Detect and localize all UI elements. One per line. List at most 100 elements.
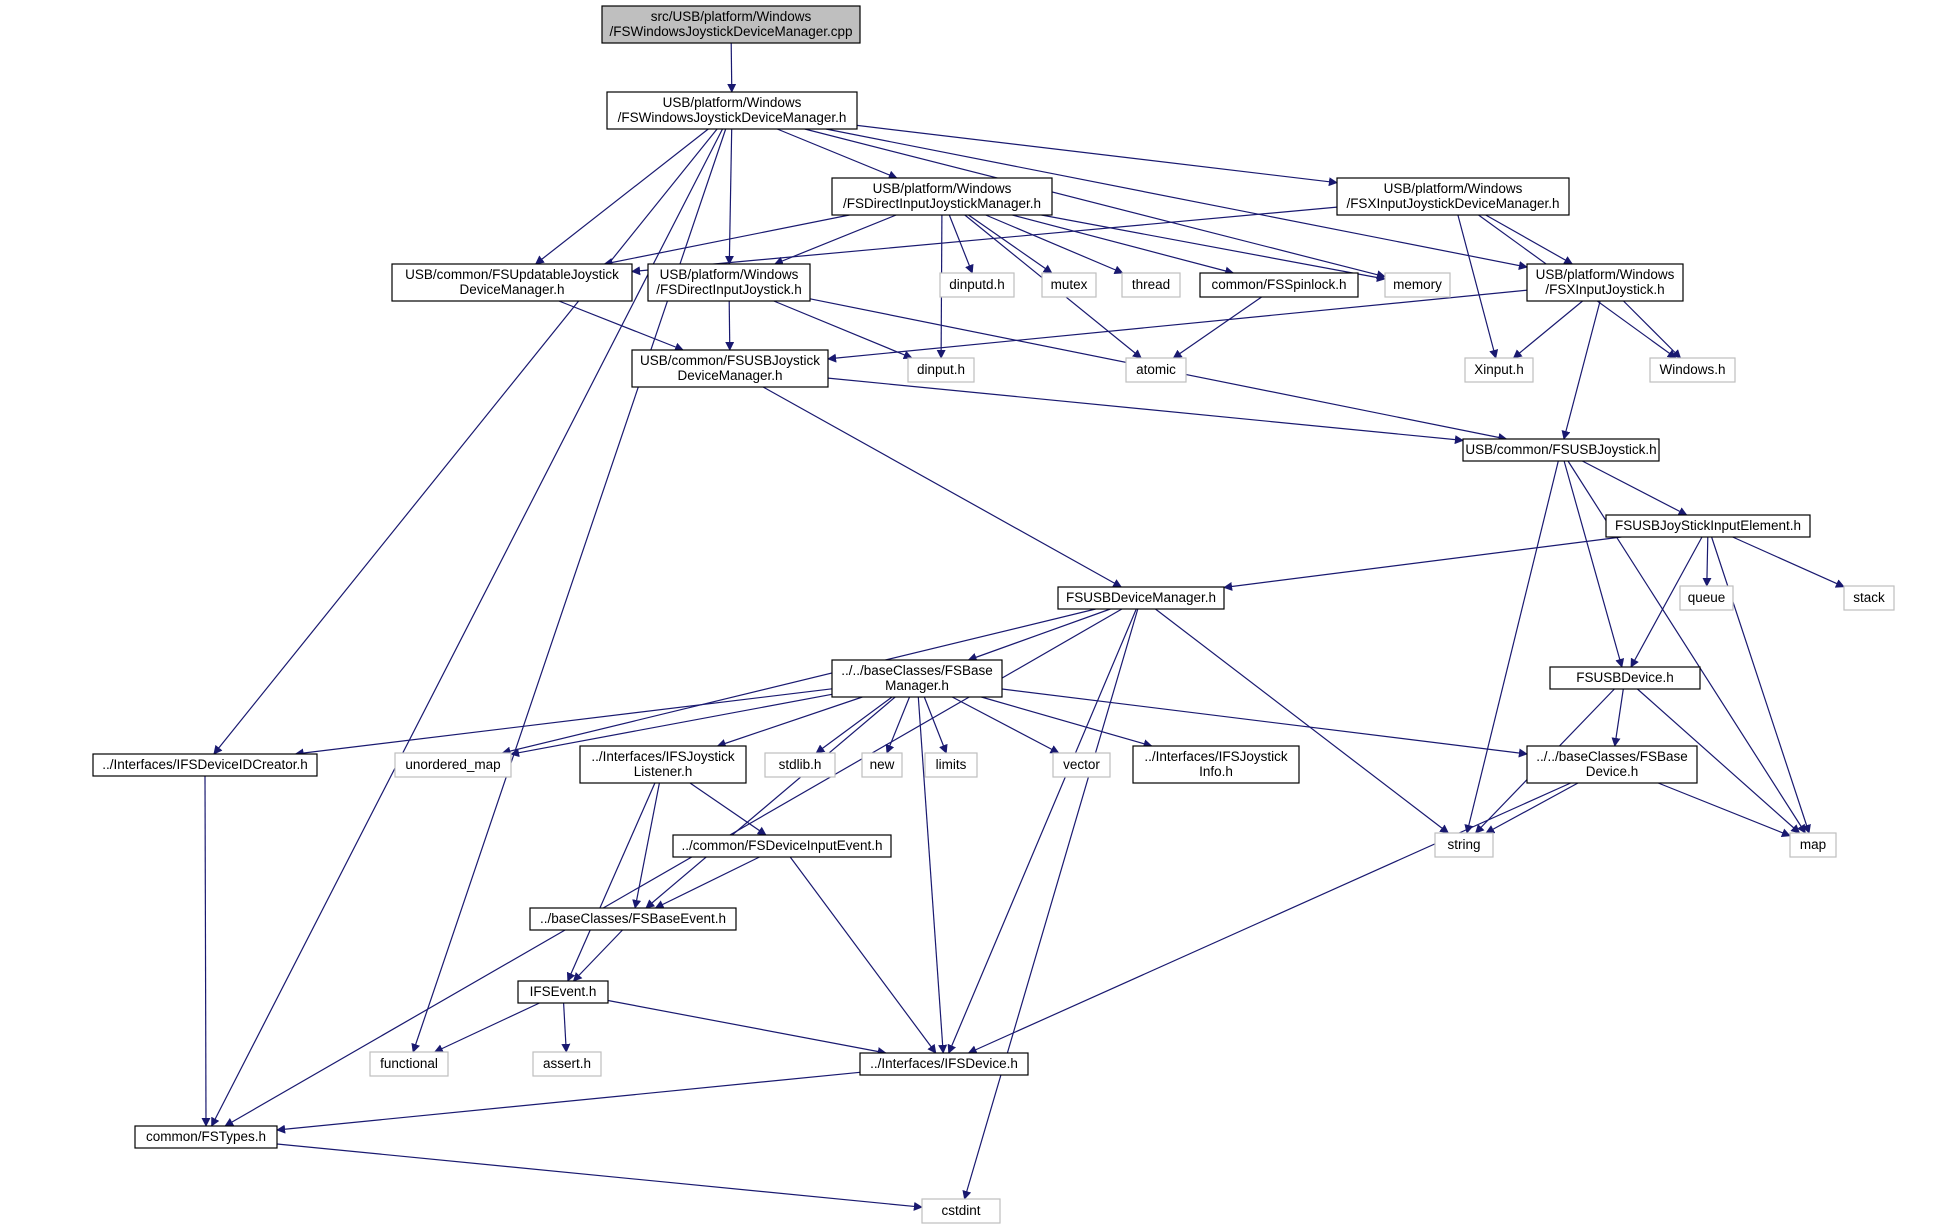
edge-xijdm-h-to-updatable-h (631, 206, 1338, 276)
node-label: FSUSBDevice.h (1576, 670, 1674, 685)
node-jsie-h[interactable]: FSUSBJoyStickInputElement.h (1605, 514, 1811, 538)
node-xij-h[interactable]: USB/platform/Windows/FSXInputJoystick.h (1526, 263, 1684, 302)
node-label: ../Interfaces/IFSJoystick (591, 749, 735, 764)
node-label: functional (380, 1056, 438, 1071)
node-usbdm-h[interactable]: FSUSBDeviceManager.h (1057, 586, 1225, 610)
node-box (369, 1051, 449, 1077)
edge-usbdm-h-to-ifsdevice-h (947, 608, 1137, 1054)
node-baseevent-h[interactable]: ../baseClasses/FSBaseEvent.h (529, 907, 737, 931)
node-box (1336, 177, 1570, 216)
node-label: USB/platform/Windows (1384, 181, 1523, 196)
node-ifsevent-h[interactable]: IFSEvent.h (517, 980, 609, 1004)
edge-usbdm-h-to-string (1155, 608, 1450, 834)
edge-wjdm-h-to-xijdm-h (856, 124, 1338, 187)
edge-usbjdm-h-to-usbjoy-h (827, 377, 1464, 445)
node-box (764, 752, 836, 778)
node-box (601, 5, 861, 44)
edge-wjdm-h-to-xij-h (825, 128, 1528, 270)
node-box (1199, 272, 1359, 298)
node-devinputevent-h[interactable]: ../common/FSDeviceInputEvent.h (672, 834, 892, 858)
node-box (1526, 263, 1684, 302)
edge-xij-h-to-xinput (1512, 300, 1583, 359)
node-atomic: atomic (1125, 357, 1187, 383)
edge-basemgr-h-to-vector (951, 696, 1060, 754)
node-label: ../common/FSDeviceInputEvent.h (681, 838, 882, 853)
edge-usbjoy-h-to-string (1464, 460, 1559, 834)
nodes-layer: src/USB/platform/Windows/FSWindowsJoysti… (92, 5, 1895, 1224)
node-box (1649, 357, 1736, 383)
node-xijdm-h[interactable]: USB/platform/Windows/FSXInputJoystickDev… (1336, 177, 1570, 216)
node-stack: stack (1843, 585, 1895, 611)
node-label: USB/platform/Windows (1536, 267, 1675, 282)
node-limits: limits (924, 752, 978, 778)
node-label: string (1447, 837, 1480, 852)
edge-jlistener-h-to-ifsevent-h (566, 782, 656, 982)
edge-usbjoy-h-to-usbdev-h (1563, 460, 1625, 668)
edge-dijm-h-to-updatable-h (603, 214, 850, 267)
edge-wjdm-h-to-dijm-h (776, 128, 898, 180)
node-dijm-h[interactable]: USB/platform/Windows/FSDirectInputJoysti… (831, 177, 1053, 216)
edge-xijdm-h-to-xinput (1457, 214, 1499, 359)
node-label: Windows.h (1659, 362, 1725, 377)
edge-jsie-h-to-queue (1702, 536, 1712, 587)
edge-basemgr-h-to-ifsdevice-h (917, 696, 948, 1054)
node-root[interactable]: src/USB/platform/Windows/FSWindowsJoysti… (601, 5, 861, 44)
edge-jlistener-h-to-baseevent-h (632, 782, 660, 909)
edge-wjdm-h-to-updatable-h (534, 128, 709, 265)
node-label: thread (1132, 277, 1170, 292)
edge-basedev-h-to-string (1485, 782, 1579, 834)
edge-basemgr-h-to-jinfo-h (981, 696, 1153, 749)
node-box (924, 752, 978, 778)
edge-basedev-h-to-map (1657, 782, 1791, 837)
node-box (517, 980, 609, 1004)
node-vector: vector (1052, 752, 1111, 778)
edge-usbdev-h-to-map (1637, 688, 1801, 834)
edge-jsie-h-to-map (1711, 536, 1811, 834)
node-dinput: dinput.h (907, 357, 975, 383)
node-box (1384, 272, 1451, 298)
node-label: USB/platform/Windows (873, 181, 1012, 196)
node-box (1605, 514, 1811, 538)
node-spinlock-h[interactable]: common/FSSpinlock.h (1199, 272, 1359, 298)
edge-idcreator-h-to-types-h (201, 775, 211, 1127)
node-box (606, 91, 858, 130)
node-box (1843, 585, 1895, 611)
edge-basemgr-h-to-limits (923, 696, 948, 754)
node-new: new (861, 752, 903, 778)
edge-dijm-h-to-dinputd (948, 214, 974, 274)
node-label: ../../baseClasses/FSBase (841, 663, 993, 678)
edge-dij-h-to-usbjdm-h (725, 300, 735, 351)
node-ifsdevice-h[interactable]: ../Interfaces/IFSDevice.h (859, 1052, 1029, 1076)
node-dij-h[interactable]: USB/platform/Windows/FSDirectInputJoysti… (647, 263, 811, 302)
node-box (579, 745, 747, 784)
node-label: USB/common/FSUpdatableJoystick (405, 267, 619, 282)
node-usbdev-h[interactable]: FSUSBDevice.h (1549, 666, 1701, 690)
node-label: Xinput.h (1474, 362, 1524, 377)
node-label: mutex (1051, 277, 1088, 292)
node-label: vector (1063, 757, 1100, 772)
edge-basemgr-h-to-idcreator-h (294, 688, 833, 758)
node-label: USB/platform/Windows (660, 267, 799, 282)
node-label: /FSWindowsJoystickDeviceManager.h (618, 110, 847, 125)
node-wjdm-h[interactable]: USB/platform/Windows/FSWindowsJoystickDe… (606, 91, 858, 130)
edge-basemgr-h-to-jlistener-h (716, 696, 863, 748)
node-label: dinputd.h (949, 277, 1005, 292)
edge-wjdm-h-to-dij-h (724, 128, 734, 265)
node-label: Manager.h (885, 678, 949, 693)
node-box (861, 752, 903, 778)
edge-dijm-h-to-dij-h (773, 214, 897, 266)
edge-jlistener-h-to-devinputevent-h (689, 782, 767, 836)
node-types-h[interactable]: common/FSTypes.h (134, 1125, 278, 1149)
node-unordered-map: unordered_map (394, 752, 512, 778)
node-usbjoy-h[interactable]: USB/common/FSUSBJoystick.h (1462, 438, 1660, 462)
node-updatable-h[interactable]: USB/common/FSUpdatableJoystickDeviceMana… (391, 263, 633, 302)
node-box (1464, 357, 1534, 383)
edge-wjdm-h-to-idcreator-h (213, 128, 718, 755)
node-idcreator-h[interactable]: ../Interfaces/IFSDeviceIDCreator.h (92, 753, 318, 777)
edge-wjdm-h-to-memory (804, 128, 1386, 280)
